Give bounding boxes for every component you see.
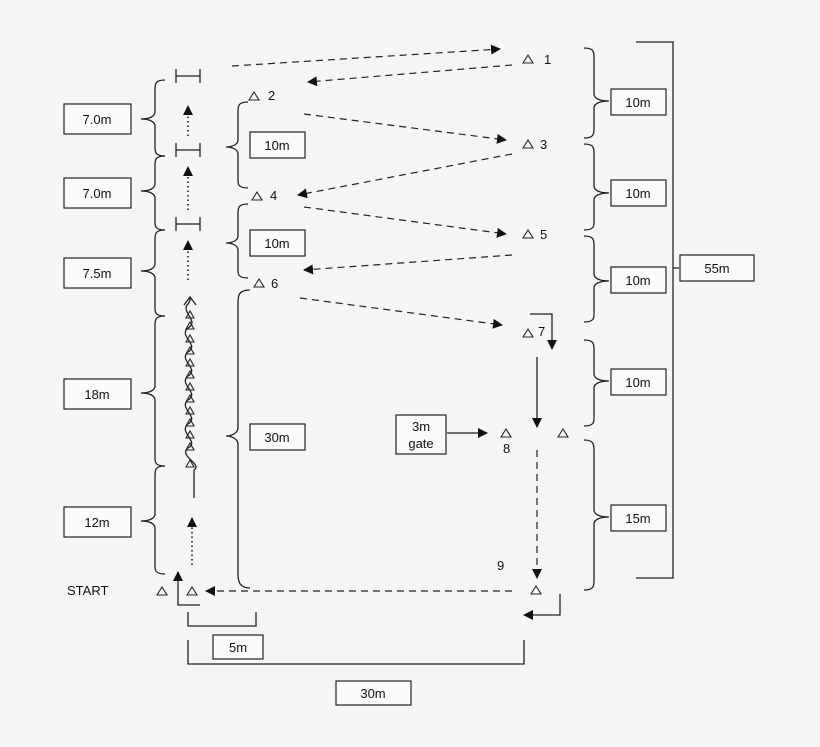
cone-3	[522, 138, 534, 149]
brace-right-8-9	[583, 439, 610, 591]
path-3-to-4	[297, 153, 513, 199]
label-box-mid-6-start	[249, 423, 306, 451]
cone-number-4: 4	[270, 188, 277, 203]
label-mid-4-6: 10m	[264, 236, 289, 251]
cone-9	[530, 584, 542, 595]
label-box-gate	[395, 414, 447, 455]
brace-left-12	[140, 465, 166, 575]
label-right-5-7: 10m	[625, 273, 650, 288]
cone-7	[522, 327, 534, 338]
slalom-path	[184, 297, 197, 498]
path-1-to-2	[307, 64, 513, 87]
label-right-1-3: 10m	[625, 95, 650, 110]
path-start-to-1	[231, 44, 501, 67]
label-gate-line1: 3m	[412, 419, 430, 434]
path-6-to-7	[299, 297, 503, 329]
bracket-bottom-5m	[187, 612, 257, 627]
brace-left-7-0-a	[140, 79, 166, 157]
path-5-to-6	[303, 254, 513, 275]
label-box-mid-4-6	[249, 229, 306, 257]
label-gate-line2: gate	[408, 436, 433, 451]
cone-number-1: 1	[544, 52, 551, 67]
label-left-12: 12m	[84, 515, 109, 530]
brace-right-7-8	[583, 339, 610, 427]
cone-5	[522, 228, 534, 239]
label-left-18: 18m	[84, 387, 109, 402]
label-box-right-7-8	[610, 368, 667, 396]
cone-number-7: 7	[538, 324, 545, 339]
cone-number-2: 2	[268, 88, 275, 103]
path-2-to-3	[303, 113, 507, 144]
brace-right-1-3	[583, 47, 610, 139]
label-mid-6-start: 30m	[264, 430, 289, 445]
cone-number-6: 6	[271, 276, 278, 291]
label-box-right-5-7	[610, 266, 667, 294]
label-mid-2-4: 10m	[264, 138, 289, 153]
label-right-3-5: 10m	[625, 186, 650, 201]
brace-mid-4-6	[225, 203, 249, 279]
label-right-7-8: 10m	[625, 375, 650, 390]
brace-left-7-5	[140, 229, 166, 317]
label-left-7-5: 7.5m	[83, 266, 112, 281]
cone-8	[500, 427, 512, 438]
brace-right-3-5	[583, 143, 610, 231]
start-cone-left	[156, 585, 168, 596]
label-box-right-1-3	[610, 88, 667, 116]
cone-2	[248, 90, 260, 101]
label-box-bottom-30	[335, 680, 412, 706]
brace-right-5-7	[583, 235, 610, 323]
cone-gate-right	[557, 427, 569, 438]
sprint-gate-top	[175, 69, 201, 83]
path-7-turn	[530, 313, 557, 350]
label-left-7-0-a: 7.0m	[83, 112, 112, 127]
cone-number-8: 8	[503, 441, 510, 456]
label-box-left-12	[63, 506, 132, 538]
label-box-right-8-9	[610, 504, 667, 532]
label-box-left-18	[63, 378, 132, 410]
label-box-bottom-5	[212, 634, 264, 660]
bracket-total-55m	[636, 41, 674, 579]
cone-number-5: 5	[540, 227, 547, 242]
cone-number-9: 9	[497, 558, 504, 573]
cone-6	[253, 277, 265, 288]
brace-left-7-0-b	[140, 155, 166, 231]
label-box-left-7-0-b	[63, 177, 132, 209]
label-bottom-30: 30m	[360, 686, 385, 701]
start-arrow	[173, 571, 200, 606]
start-cone-right	[186, 585, 198, 596]
sprint-gate-3	[175, 217, 201, 231]
path-4-to-5	[303, 206, 507, 238]
sprint-gate-2	[175, 143, 201, 157]
label-box-right-3-5	[610, 179, 667, 207]
label-total-55: 55m	[704, 261, 729, 276]
cone-4	[251, 190, 263, 201]
path-9-turn	[523, 594, 561, 620]
start-label: START	[67, 583, 108, 598]
label-box-mid-2-4	[249, 131, 306, 159]
label-box-left-7-0-a	[63, 103, 132, 135]
label-right-8-9: 15m	[625, 511, 650, 526]
label-box-left-7-5	[63, 257, 132, 289]
cone-number-3: 3	[540, 137, 547, 152]
label-bottom-5: 5m	[229, 640, 247, 655]
slalom-arrowhead	[183, 295, 197, 306]
bracket-bottom-30m	[187, 640, 525, 665]
label-left-7-0-b: 7.0m	[83, 186, 112, 201]
brace-mid-6-start	[225, 289, 251, 589]
slalom-cones	[185, 309, 195, 468]
label-box-total-55	[679, 254, 755, 282]
brace-left-18	[140, 315, 166, 467]
cone-1	[522, 53, 534, 64]
brace-mid-2-4	[225, 101, 249, 189]
